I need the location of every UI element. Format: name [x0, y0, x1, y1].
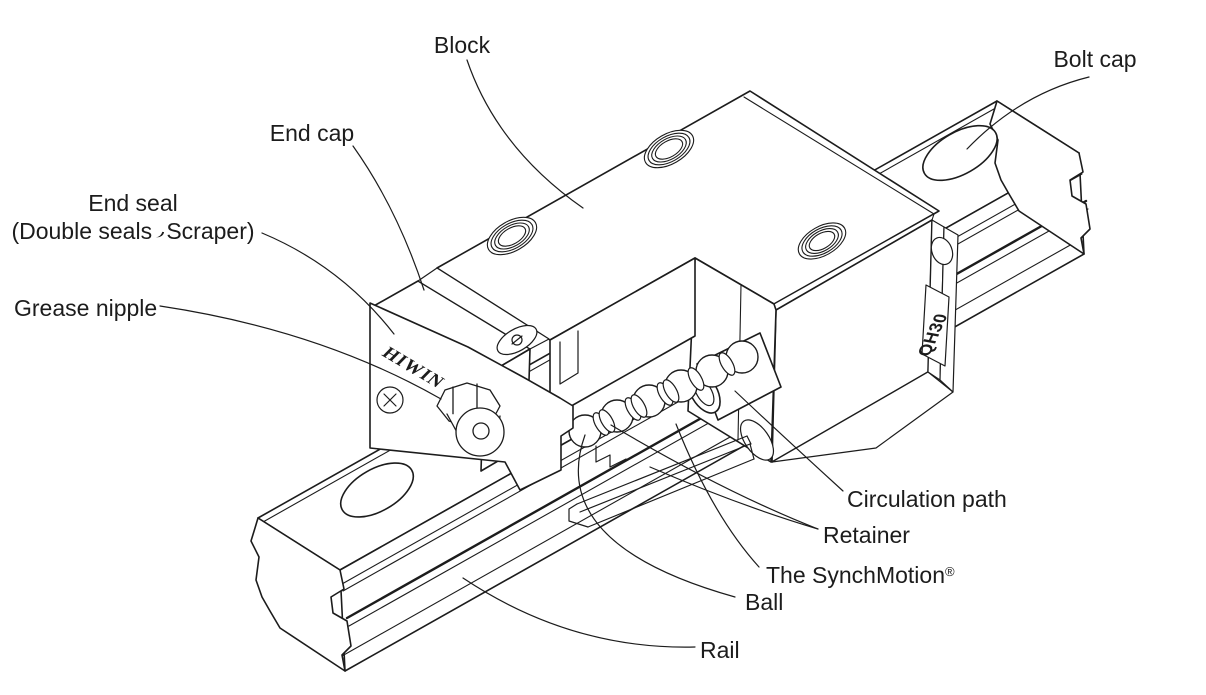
- leader-end-cap: [352, 145, 425, 291]
- threaded-hole: [486, 216, 538, 256]
- label-ball: Ball: [745, 589, 784, 615]
- label-rail: Rail: [700, 637, 740, 663]
- grease-nipple: [436, 382, 505, 457]
- retainer-strip: [568, 435, 755, 528]
- bolt-cap: [922, 124, 998, 182]
- leader-block: [466, 59, 584, 209]
- leader-bolt-cap: [966, 76, 1090, 150]
- label-end-cap: End cap: [269, 120, 355, 146]
- leader-synchmotion: [675, 423, 760, 568]
- retainer-rings: [592, 352, 736, 436]
- threaded-hole: [643, 129, 695, 169]
- cutaway-section: [549, 257, 782, 528]
- inner-notch: [559, 330, 579, 385]
- end-cap-screw: [496, 324, 538, 356]
- leader-rail: [462, 577, 696, 648]
- circulation-opening: [739, 419, 775, 461]
- leader-retainer-1: [610, 424, 819, 530]
- label-synchmotion: The SynchMotion®: [766, 562, 955, 588]
- leader-grease-nipple: [159, 305, 442, 400]
- ball-chain: [568, 340, 759, 448]
- registered-mark: ®: [944, 564, 955, 579]
- label-end-seal-line1: End seal: [88, 190, 178, 216]
- label-retainer: Retainer: [823, 522, 910, 548]
- rail-groove-line: [341, 238, 1082, 657]
- rail-mounting-hole: [339, 462, 415, 518]
- label-bolt-cap: Bolt cap: [1053, 46, 1137, 72]
- leader-ball: [577, 434, 736, 598]
- rail-left-end-face: [250, 517, 352, 672]
- block: QH30: [436, 90, 959, 463]
- leader-retainer-2: [649, 466, 819, 530]
- ideographic-comma-glyph: [152, 225, 166, 239]
- leader-lines: [159, 59, 1090, 648]
- right-grease-port-hole: [930, 236, 954, 266]
- label-circulation-path: Circulation path: [847, 486, 1007, 512]
- leader-end-seal: [261, 232, 395, 335]
- label-block: Block: [433, 32, 491, 58]
- threaded-hole: [797, 222, 847, 260]
- leader-circulation-path: [734, 390, 844, 492]
- seal-screw: [376, 386, 404, 414]
- label-grease-nipple: Grease nipple: [14, 295, 158, 321]
- retainer-bracket: [595, 445, 627, 468]
- nipple-tip-bore: [472, 422, 490, 440]
